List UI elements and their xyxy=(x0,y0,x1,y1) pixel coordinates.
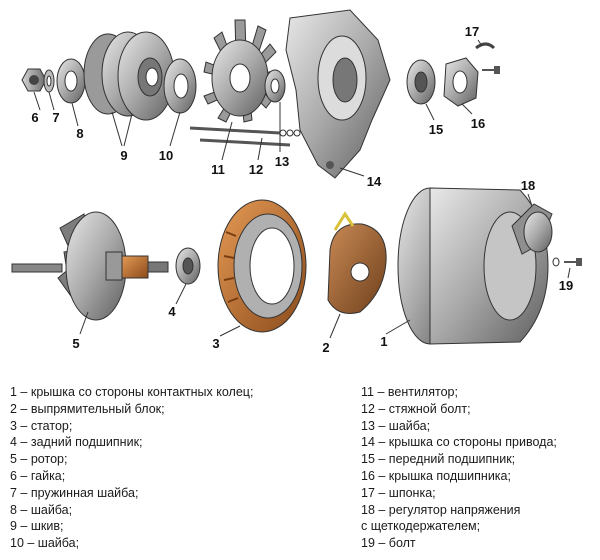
legend-item-2: 2 – выпрямительный блок; xyxy=(10,401,165,416)
voltage-regulator-part xyxy=(511,203,553,255)
key-part xyxy=(475,42,496,50)
leader-lines xyxy=(33,39,571,339)
callout-12: 12 xyxy=(249,162,263,177)
nut-part xyxy=(21,68,47,92)
callout-5: 5 xyxy=(72,336,79,351)
legend-item-6: 6 – гайка; xyxy=(10,468,66,483)
washer-part-13 xyxy=(264,69,286,103)
legend-column-left: 1 – крышка со стороны контактных колец; … xyxy=(10,384,340,552)
callout-13: 13 xyxy=(275,154,289,169)
callout-10: 10 xyxy=(159,148,173,163)
callout-7: 7 xyxy=(52,110,59,125)
legend-item-11: 11 – вентилятор; xyxy=(361,385,458,399)
callout-1: 1 xyxy=(380,334,387,349)
callout-6: 6 xyxy=(31,110,38,125)
legend-item-12: 12 – стяжной болт; xyxy=(361,401,471,416)
slip-ring-end-cover-part xyxy=(397,187,549,345)
bolt-part xyxy=(552,257,582,267)
parts-legend: 1 – крышка со стороны контактных колец; … xyxy=(0,384,600,560)
callout-9: 9 xyxy=(120,148,127,163)
legend-item-18-continued: с щеткодержателем; xyxy=(361,519,481,534)
callout-8: 8 xyxy=(76,126,83,141)
legend-item-9: 9 – шкив; xyxy=(10,519,64,534)
rotor-part xyxy=(11,211,169,321)
legend-item-10: 10 – шайба; xyxy=(10,536,80,551)
legend-item-16: 16 – крышка подшипника; xyxy=(361,468,511,483)
bearing-cover-part xyxy=(443,57,479,107)
legend-item-14: 14 – крышка со стороны привода; xyxy=(361,435,557,450)
callout-19: 19 xyxy=(559,278,573,293)
washer-part-8 xyxy=(56,58,86,104)
callout-2: 2 xyxy=(322,340,329,355)
tie-bolts-part xyxy=(189,126,301,147)
washer-part-10 xyxy=(163,58,197,114)
legend-item-15: 15 – передний подшипник; xyxy=(361,452,516,467)
legend-item-19: 19 – болт xyxy=(361,536,416,551)
legend-item-18: 18 – регулятор напряжения xyxy=(361,502,521,517)
callout-4: 4 xyxy=(168,304,176,319)
callout-17: 17 xyxy=(465,24,479,39)
callout-16: 16 xyxy=(471,116,485,131)
legend-item-3: 3 – статор; xyxy=(10,418,73,433)
rear-bearing-part xyxy=(175,247,201,285)
legend-item-4: 4 – задний подшипник; xyxy=(10,435,143,450)
legend-item-8: 8 – шайба; xyxy=(10,502,73,517)
drive-end-cover-part xyxy=(285,9,391,179)
screw-part-top xyxy=(482,66,500,74)
callout-labels: 6 7 8 9 10 11 12 13 14 15 16 17 18 19 5 … xyxy=(31,24,573,355)
legend-item-7: 7 – пружинная шайба; xyxy=(10,485,139,500)
rectifier-block-part xyxy=(327,211,387,314)
legend-item-13: 13 – шайба; xyxy=(361,418,431,433)
legend-item-1: 1 – крышка со стороны контактных колец; xyxy=(10,385,254,399)
front-bearing-part xyxy=(406,59,436,105)
stator-part xyxy=(217,199,307,333)
callout-18: 18 xyxy=(521,178,535,193)
callout-11: 11 xyxy=(211,162,225,177)
legend-column-right: 11 – вентилятор; 12 – стяжной болт; 13 –… xyxy=(361,384,596,552)
spring-washer-part xyxy=(43,69,55,93)
legend-item-5: 5 – ротор; xyxy=(10,452,68,467)
fan-part xyxy=(203,19,279,123)
callout-15: 15 xyxy=(429,122,443,137)
callout-14: 14 xyxy=(367,174,382,189)
pulley-part xyxy=(83,31,175,121)
alternator-exploded-diagram: 6 7 8 9 10 11 12 13 14 15 16 17 18 19 5 … xyxy=(11,9,582,355)
callout-3: 3 xyxy=(212,336,219,351)
legend-item-17: 17 – шпонка; xyxy=(361,485,436,500)
